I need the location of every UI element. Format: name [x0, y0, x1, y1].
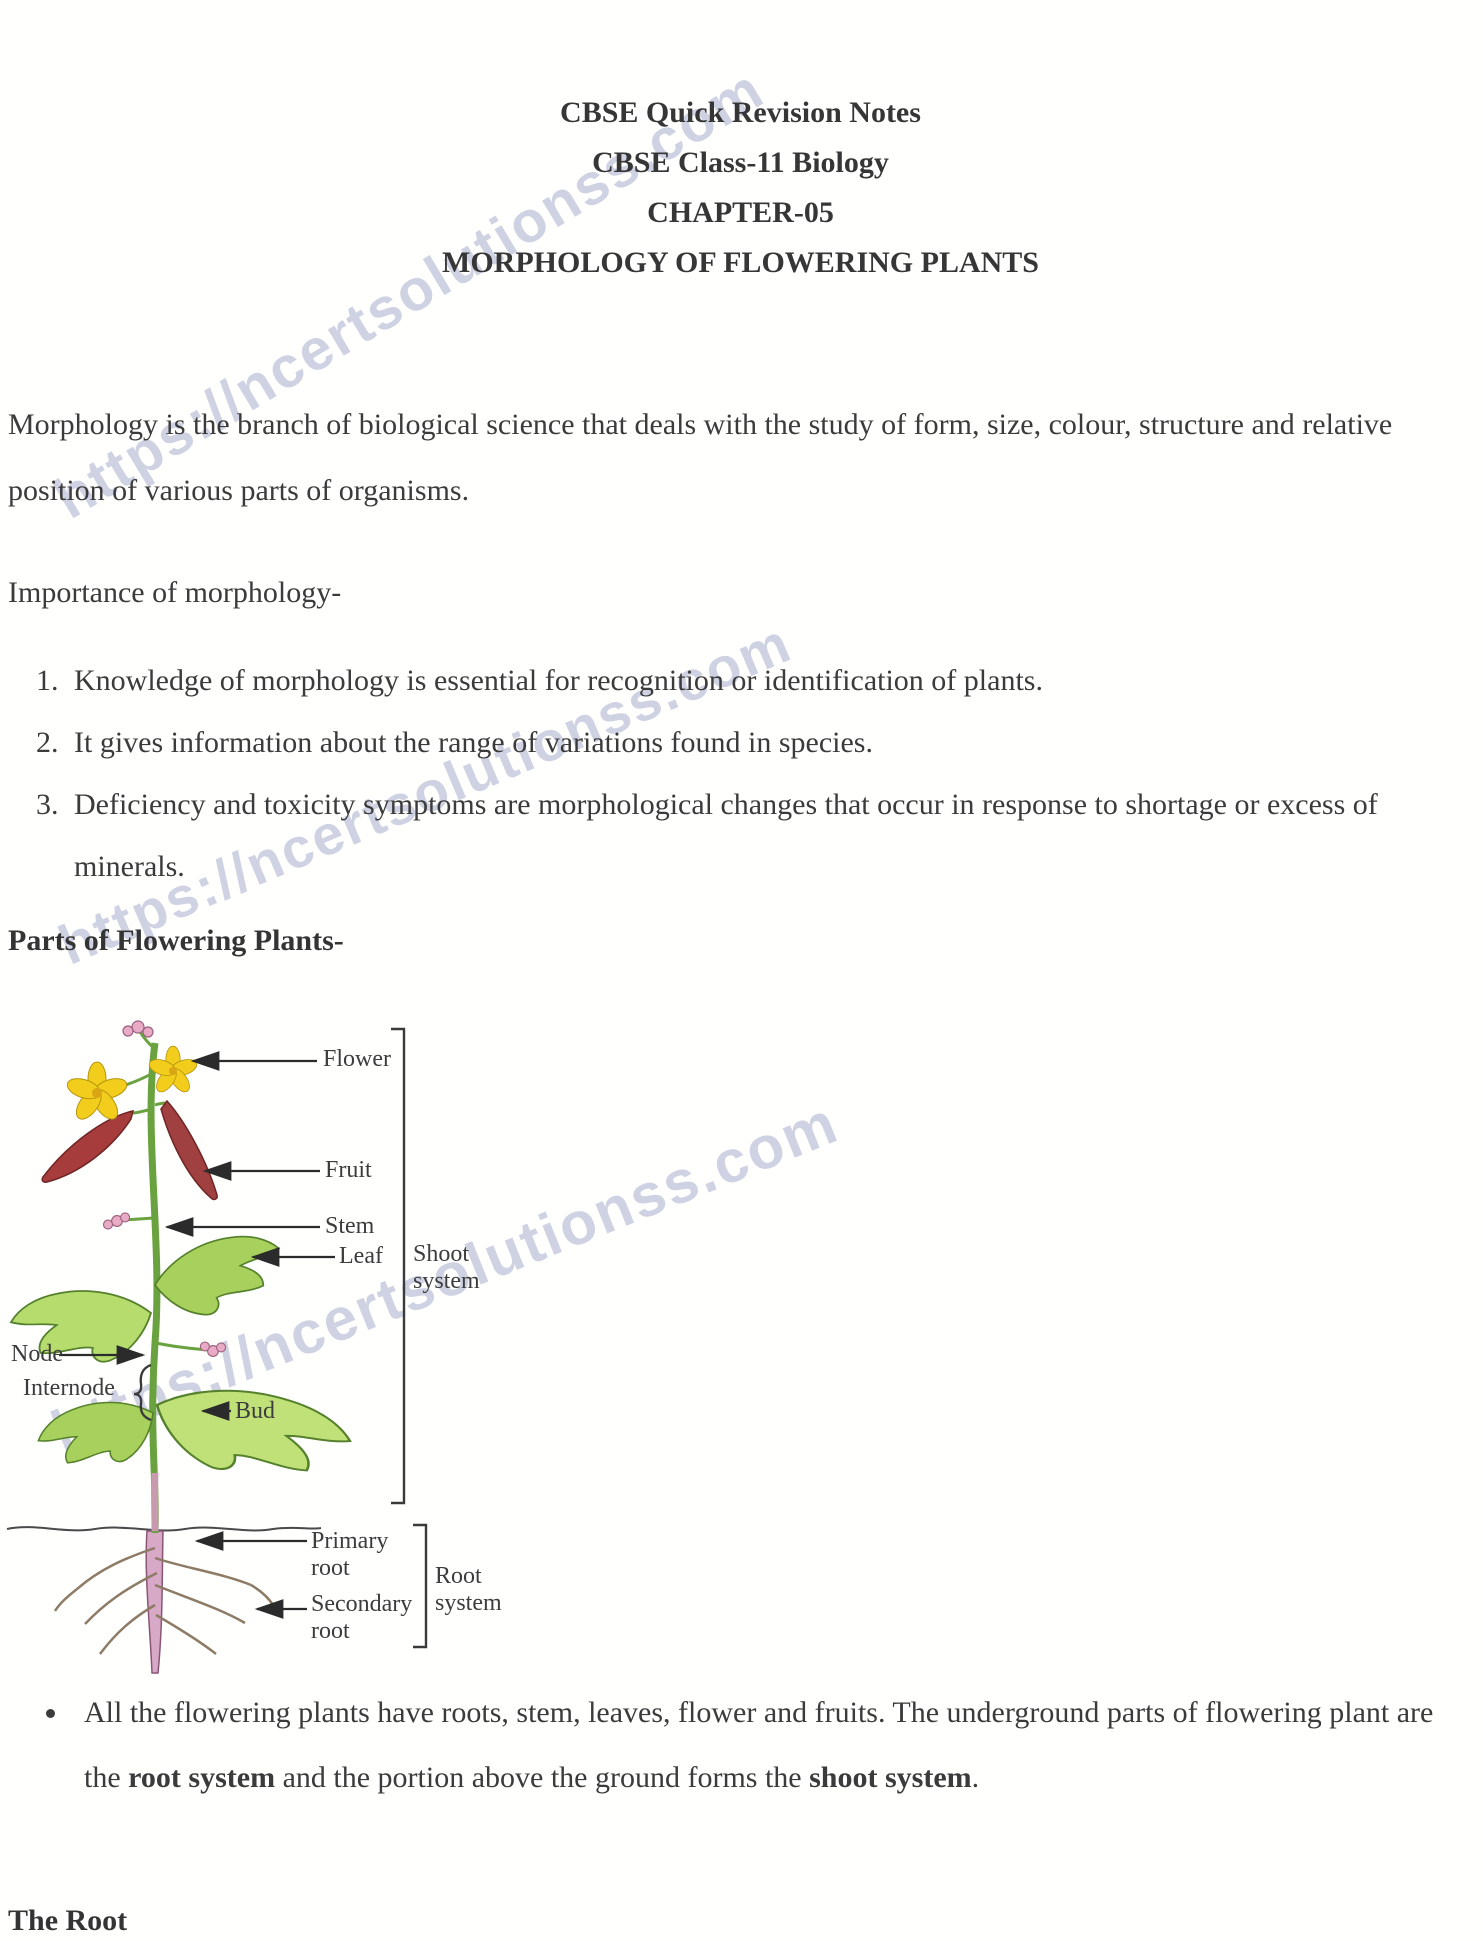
diagram-label-node: Node — [11, 1341, 63, 1367]
diagram-label-secondary-root: Secondary root — [311, 1591, 413, 1644]
label-arrows — [59, 1051, 335, 1619]
doc-title-line-4: MORPHOLOGY OF FLOWERING PLANTS — [442, 246, 1039, 279]
diagram-label-primary-root: Primary root — [311, 1528, 389, 1581]
root-illustration — [53, 1530, 275, 1674]
diagram-label-flower: Flower — [323, 1046, 391, 1072]
internode-brace — [133, 1363, 152, 1422]
shoot-system-bracket — [391, 1027, 406, 1505]
doc-title-line-2: CBSE Class-11 Biology — [592, 146, 889, 179]
summary-bullets: All the flowering plants have roots, ste… — [8, 1680, 1473, 1810]
ground-line — [6, 1526, 322, 1532]
list-item-1: Knowledge of morphology is essential for… — [66, 650, 1473, 712]
flower-illustration — [66, 1020, 227, 1357]
root-system-bracket — [413, 1523, 428, 1649]
importance-list: Knowledge of morphology is essential for… — [8, 650, 1473, 898]
bullet-text-pre: All the flowering plants have roots, ste… — [84, 1696, 1434, 1794]
plant-diagram: Flower Fruit Stem Leaf Shoot system Node… — [5, 1013, 525, 1683]
root-heading: The Root — [8, 1904, 128, 1937]
doc-title-line-3: CHAPTER-05 — [647, 196, 834, 229]
diagram-label-bud: Bud — [235, 1398, 276, 1424]
bullet-text-mid: and the portion above the ground forms t… — [275, 1761, 810, 1794]
parts-heading: Parts of Flowering Plants- — [8, 924, 344, 957]
bullet-text-post: . — [971, 1761, 980, 1794]
diagram-label-stem: Stem — [325, 1213, 375, 1239]
list-item-3: Deficiency and toxicity symptoms are mor… — [66, 774, 1473, 898]
diagram-label-shoot-system: Shoot system — [413, 1241, 480, 1294]
bullet-item: All the flowering plants have roots, ste… — [70, 1680, 1473, 1810]
doc-title-line-1: CBSE Quick Revision Notes — [560, 96, 921, 129]
bullet-bold-shoot-system: shoot system — [809, 1761, 972, 1794]
list-item-2: It gives information about the range of … — [66, 712, 1473, 774]
title-block: CBSE Quick Revision Notes CBSE Class-11 … — [8, 88, 1473, 288]
intro-paragraph: Morphology is the branch of biological s… — [8, 408, 1393, 507]
importance-heading: Importance of morphology- — [8, 576, 342, 609]
flower-bud-illustration — [102, 1020, 227, 1357]
diagram-label-leaf: Leaf — [339, 1243, 383, 1269]
diagram-label-fruit: Fruit — [325, 1157, 372, 1183]
diagram-label-internode: Internode — [23, 1375, 115, 1401]
plant-illustration — [6, 1020, 428, 1674]
system-brackets — [133, 1027, 428, 1649]
fruit-illustration — [41, 1099, 218, 1201]
diagram-label-root-system: Root system — [435, 1563, 502, 1616]
bullet-bold-root-system: root system — [128, 1761, 276, 1794]
